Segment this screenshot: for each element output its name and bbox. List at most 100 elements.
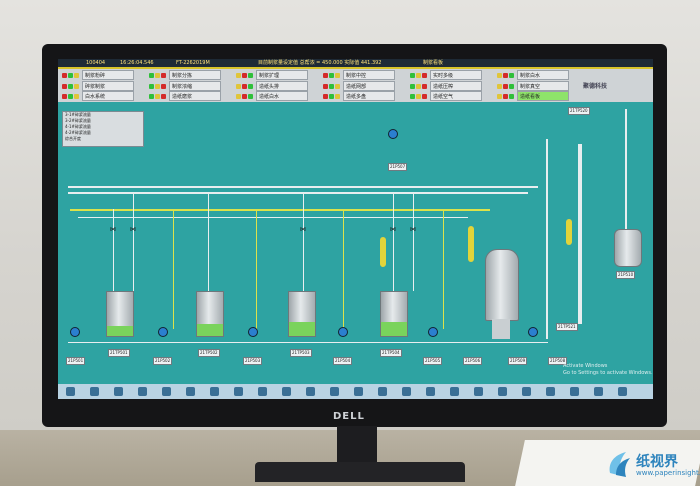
status-led <box>68 73 73 78</box>
header-message: 目前制浆量设定值 总帮浓 = 450.000 实际值 441.392 <box>258 60 382 66</box>
taskbar-button[interactable] <box>522 387 531 396</box>
white-water-pipe <box>70 209 490 211</box>
status-led <box>161 83 166 89</box>
status-led <box>416 83 421 89</box>
nav-cell[interactable]: 造纸多盘 <box>343 91 395 101</box>
taskbar-button[interactable] <box>186 387 195 396</box>
column-pipe <box>546 139 548 339</box>
taskbar-button[interactable] <box>594 387 603 396</box>
taskbar-button[interactable] <box>498 387 507 396</box>
taskbar-button[interactable] <box>282 387 291 396</box>
nav-cell[interactable]: 制浆分拣 <box>169 70 221 80</box>
nav-cell[interactable]: 制浆浓缩 <box>169 80 221 91</box>
yellow-drop <box>343 209 344 329</box>
taskbar-button[interactable] <box>234 387 243 396</box>
status-led <box>242 83 247 89</box>
status-led <box>242 94 247 99</box>
taskbar-button[interactable] <box>90 387 99 396</box>
status-led <box>68 83 73 89</box>
taskbar-button[interactable] <box>546 387 555 396</box>
status-led <box>236 94 241 99</box>
nav-cell[interactable]: 制浆中控 <box>343 70 395 80</box>
taskbar-button[interactable] <box>378 387 387 396</box>
nav-cell[interactable]: 造纸磨浆 <box>169 91 221 101</box>
taskbar-button[interactable] <box>474 387 483 396</box>
brand-label: 聚德科技 <box>583 83 608 90</box>
status-led <box>416 94 421 99</box>
taskbar-button[interactable] <box>402 387 411 396</box>
panel-row: 4-1#碎浆流量 <box>65 124 91 129</box>
valve-icon[interactable]: ⋈ <box>410 226 416 233</box>
tank-label: 21TP502 <box>198 349 220 357</box>
valve-icon[interactable]: ⋈ <box>300 226 306 233</box>
hmi-taskbar <box>58 384 653 399</box>
nav-cell[interactable]: 制浆粉碎 <box>82 70 134 80</box>
nav-cell[interactable]: 造纸白水 <box>256 91 308 101</box>
feed-pipe <box>78 217 468 218</box>
status-led <box>422 94 427 99</box>
taskbar-button[interactable] <box>114 387 123 396</box>
activate-title: Activate Windows <box>563 363 608 369</box>
status-led <box>497 94 502 99</box>
pump-icon[interactable] <box>388 129 398 139</box>
nav-cell[interactable]: 制浆扩理 <box>256 70 308 80</box>
header-id: 100404 <box>86 60 106 66</box>
header-bar: 100404 16:26:04.546 FT-2262019M 目前制浆量设定值… <box>58 59 653 67</box>
taskbar-button[interactable] <box>570 387 579 396</box>
drop-pipe <box>133 194 134 291</box>
nav-cell[interactable]: 实时多级 <box>430 70 482 80</box>
column-pipe <box>625 109 627 229</box>
pump-icon[interactable] <box>70 327 80 337</box>
taskbar-button[interactable] <box>306 387 315 396</box>
pump-label: 21P502 <box>153 357 173 365</box>
status-led <box>509 83 514 89</box>
taskbar-button[interactable] <box>330 387 339 396</box>
main-pipe <box>68 186 538 188</box>
nav-cell[interactable]: 造纸头排 <box>256 80 308 91</box>
nav-cell[interactable]: 造纸网部 <box>343 80 395 91</box>
status-led <box>62 73 67 78</box>
taskbar-button[interactable] <box>354 387 363 396</box>
nav-cell[interactable]: 制浆白水 <box>517 70 569 80</box>
status-led <box>161 73 166 78</box>
taskbar-button[interactable] <box>618 387 627 396</box>
nav-cell[interactable]: 碎浆制浆 <box>82 80 134 91</box>
nav-cell[interactable]: 造纸看板 <box>517 91 569 101</box>
watermark-url: www.paperinsight.net <box>636 469 700 477</box>
pump-icon[interactable] <box>428 327 438 337</box>
drop-pipe <box>393 194 394 291</box>
tank-label: 21TP503 <box>290 349 312 357</box>
taskbar-button[interactable] <box>66 387 75 396</box>
nav-grid: 制浆粉碎 制浆分拣 制浆扩理 制浆中控 实时多级 制浆白水碎浆制浆 制浆浓缩 造纸头排 造纸网部… <box>58 69 653 102</box>
return-pipe <box>68 342 548 343</box>
chest-tank <box>196 291 224 337</box>
pump-icon[interactable] <box>248 327 258 337</box>
watermark-text: 纸视界 <box>636 454 678 470</box>
taskbar-button[interactable] <box>162 387 171 396</box>
pump-label: 21P501 <box>66 357 86 365</box>
valve-icon[interactable]: ⋈ <box>390 226 396 233</box>
pump-icon[interactable] <box>528 327 538 337</box>
status-led <box>62 94 67 99</box>
taskbar-button[interactable] <box>258 387 267 396</box>
status-led <box>248 73 253 78</box>
taskbar-button[interactable] <box>426 387 435 396</box>
valve-icon[interactable]: ⋈ <box>130 226 136 233</box>
equipment-label: 21TP520 <box>568 107 590 115</box>
taskbar-button[interactable] <box>450 387 459 396</box>
pump-icon[interactable] <box>338 327 348 337</box>
taskbar-button[interactable] <box>138 387 147 396</box>
status-led <box>410 73 415 78</box>
chest-tank <box>106 291 134 337</box>
valve-icon[interactable]: ⋈ <box>110 226 116 233</box>
nav-cell[interactable]: 造纸压榨 <box>430 80 482 91</box>
nav-cell[interactable]: 造纸空气 <box>430 91 482 101</box>
status-led <box>149 73 154 78</box>
separator-tank <box>614 229 642 267</box>
nav-cell[interactable]: 白水系统 <box>82 91 134 101</box>
nav-cell[interactable]: 制浆真空 <box>517 80 569 91</box>
pump-icon[interactable] <box>158 327 168 337</box>
taskbar-button[interactable] <box>210 387 219 396</box>
status-led <box>68 94 73 99</box>
pump-label: 21P508 <box>548 357 568 365</box>
